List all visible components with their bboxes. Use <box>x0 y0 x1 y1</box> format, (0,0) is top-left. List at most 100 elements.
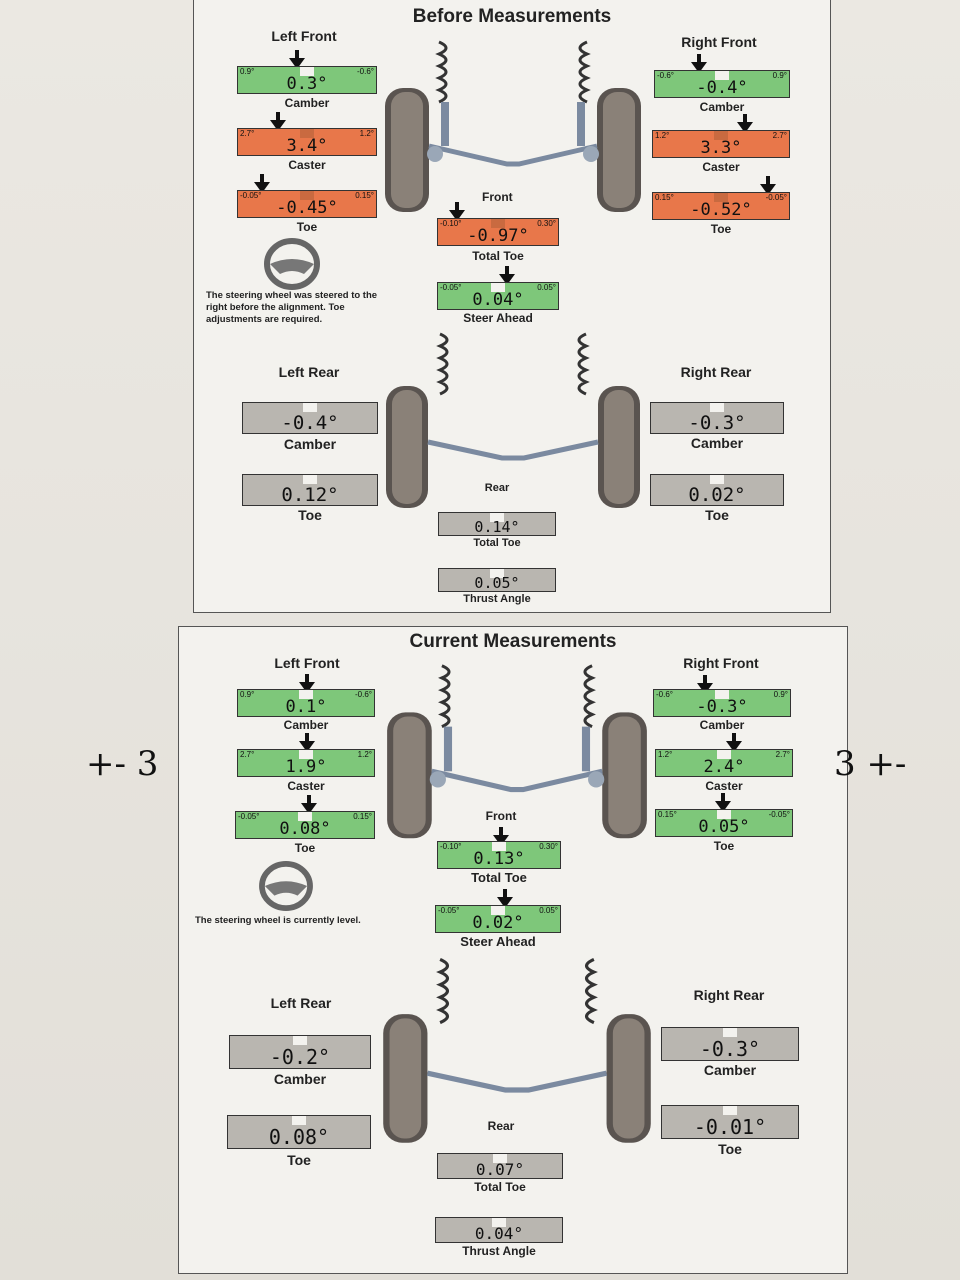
gauge-max: 2.7° <box>775 750 790 759</box>
toe-label: Toe <box>705 507 729 523</box>
toe-label: Toe <box>294 841 316 855</box>
total-toe-label: Total Toe <box>473 537 521 549</box>
left-front-caster-gauge: 2.7° 1.2° 3.4° <box>237 128 377 156</box>
gauge-max: -0.6° <box>357 67 374 76</box>
gauge-min: -0.10° <box>440 219 462 228</box>
gauge-max: 1.2° <box>357 750 372 759</box>
current-measurements-panel: Current Measurements Front Left Front 0.… <box>178 626 848 1274</box>
front-label: Front <box>485 809 517 823</box>
left-rear-heading: Left Rear <box>270 995 332 1011</box>
right-rear-camber-gauge: -0.3° <box>661 1027 799 1061</box>
left-front-caster-value: 3.4° <box>286 136 328 156</box>
steer-ahead-label: Steer Ahead <box>463 311 533 325</box>
left-rear-toe-value: 0.08° <box>268 1125 330 1149</box>
right-front-toe-gauge: 0.15° -0.05° 0.05° <box>655 809 793 837</box>
right-front-camber-gauge: -0.6° 0.9° -0.3° <box>653 689 791 717</box>
thrust-angle-value: 0.05° <box>474 574 520 592</box>
toe-label: Toe <box>718 1141 742 1157</box>
rear-total-toe-gauge: 0.07° <box>437 1153 563 1179</box>
total-toe-label: Total Toe <box>472 249 524 263</box>
gauge-min: 0.15° <box>658 810 677 819</box>
steer-ahead-value: 0.02° <box>472 913 524 933</box>
setpoint-arrow <box>715 793 731 812</box>
left-rear-camber-gauge: -0.2° <box>229 1035 371 1069</box>
gauge-min: 1.2° <box>655 131 670 140</box>
gauge-min: 2.7° <box>240 129 255 138</box>
left-front-toe-gauge: -0.05° 0.15° 0.08° <box>235 811 375 839</box>
gauge-min: -0.05° <box>238 812 260 821</box>
left-rear-toe-gauge: 0.08° <box>227 1115 371 1149</box>
caster-label: Caster <box>702 160 740 174</box>
right-rear-toe-value: -0.01° <box>693 1115 767 1139</box>
right-front-toe-gauge: 0.15° -0.05° -0.52° <box>652 192 790 220</box>
gauge-min: -0.05° <box>440 283 462 292</box>
thrust-angle-label: Thrust Angle <box>463 593 531 605</box>
right-front-caster-value: 3.3° <box>700 138 742 158</box>
setpoint-arrow <box>299 733 315 752</box>
gauge-max: 1.2° <box>359 129 374 138</box>
left-front-caster-gauge: 2.7° 1.2° 1.9° <box>237 749 375 777</box>
panel-title: Before Measurements <box>412 6 612 27</box>
gauge-max: -0.05° <box>768 810 790 819</box>
steer-ahead-value: 0.04° <box>472 290 524 310</box>
right-front-camber-gauge: -0.6° 0.9° -0.4° <box>654 70 790 98</box>
gauge-min: 0.15° <box>655 193 674 202</box>
gauge-min: -0.6° <box>656 690 673 699</box>
right-front-camber-value: -0.3° <box>696 697 748 717</box>
total-toe-label: Total Toe <box>474 1180 526 1194</box>
steering-wheel-icon <box>264 238 320 290</box>
toe-label: Toe <box>296 220 318 234</box>
gauge-min: 0.9° <box>240 67 255 76</box>
gauge-max: 0.9° <box>773 690 788 699</box>
right-front-camber-value: -0.4° <box>696 78 748 98</box>
rear-suspension-illustration <box>383 957 651 1143</box>
front-label: Front <box>482 190 513 204</box>
right-rear-camber-gauge: -0.3° <box>650 402 784 434</box>
left-front-toe-gauge: -0.05° 0.15° -0.45° <box>237 190 377 218</box>
gauge-min: -0.6° <box>657 71 674 80</box>
right-front-caster-value: 2.4° <box>703 757 745 777</box>
gauge-max: -0.6° <box>355 690 372 699</box>
handwritten-note-left: +- 3 <box>86 744 159 784</box>
setpoint-arrow <box>697 675 713 694</box>
left-front-toe-value: -0.45° <box>276 198 338 218</box>
steer-ahead-label: Steer Ahead <box>460 934 536 949</box>
gauge-max: 0.30° <box>537 219 556 228</box>
camber-label: Camber <box>699 100 745 114</box>
rear-total-toe-value: 0.07° <box>475 1160 525 1179</box>
rear-total-toe-gauge: 0.14° <box>438 512 556 536</box>
right-rear-heading: Right Rear <box>693 987 765 1003</box>
left-front-camber-value: 0.1° <box>285 697 327 717</box>
setpoint-arrow <box>493 827 509 846</box>
left-rear-camber-value: -0.4° <box>281 412 339 434</box>
gauge-min: -0.05° <box>240 191 262 200</box>
setpoint-arrow <box>270 112 286 131</box>
before-measurements-panel: Before Measurements Front Left Front 0.9… <box>193 0 831 613</box>
handwritten-note-right: 3 +- <box>834 744 907 784</box>
steering-note: The steering wheel is currently level. <box>195 915 361 926</box>
right-front-heading: Right Front <box>683 655 759 671</box>
left-rear-heading: Left Rear <box>278 364 340 380</box>
camber-label: Camber <box>283 718 329 732</box>
toe-label: Toe <box>287 1152 311 1168</box>
gauge-max: 2.7° <box>772 131 787 140</box>
steer-ahead-gauge: -0.05° 0.05° 0.04° <box>437 282 559 310</box>
camber-label: Camber <box>690 435 744 451</box>
camber-label: Camber <box>703 1062 757 1078</box>
steer-ahead-gauge: -0.05° 0.05° 0.02° <box>435 905 561 933</box>
setpoint-arrow <box>301 795 317 814</box>
toe-label: Toe <box>298 507 322 523</box>
setpoint-arrow <box>449 202 465 221</box>
caster-label: Caster <box>705 779 743 793</box>
gauge-max: -0.05° <box>765 193 787 202</box>
right-rear-camber-value: -0.3° <box>699 1037 761 1061</box>
setpoint-arrow <box>289 50 305 69</box>
right-front-heading: Right Front <box>681 34 757 50</box>
front-total-toe-value: 0.13° <box>473 849 525 869</box>
gauge-min: 2.7° <box>240 750 255 759</box>
right-rear-toe-value: 0.02° <box>688 484 746 506</box>
camber-label: Camber <box>284 96 330 110</box>
setpoint-arrow <box>497 889 513 908</box>
left-rear-camber-value: -0.2° <box>269 1045 331 1069</box>
setpoint-arrow <box>691 54 707 73</box>
